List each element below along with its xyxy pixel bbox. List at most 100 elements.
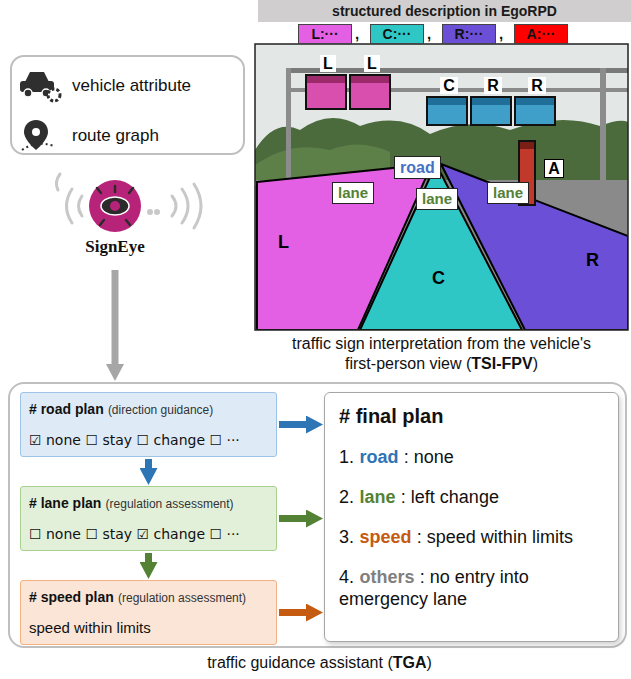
node-text: C	[440, 77, 458, 94]
text-block: R	[512, 77, 562, 95]
sign-band	[520, 142, 534, 149]
node-text: lane	[493, 184, 523, 201]
node-text: : left change	[401, 487, 499, 507]
node-text: )	[427, 654, 432, 671]
text-block: lane	[493, 184, 523, 202]
text-block: # speed plan (regulation assessment) speed…	[21, 581, 276, 644]
text-row: ☐ none ☐ stay ☑ change ☐ ···	[29, 524, 268, 544]
lane-tag: lane	[332, 182, 374, 204]
legend-swatch: R:···	[442, 24, 496, 44]
node-text: others	[359, 567, 414, 587]
node-text: lane	[338, 184, 368, 201]
route-icon	[22, 120, 54, 150]
gantry-beam	[290, 68, 628, 73]
text-row: L	[347, 55, 397, 73]
logo-node: SignEye	[60, 178, 170, 268]
node-text: lane	[359, 487, 395, 507]
logo-disc	[89, 180, 141, 232]
node-text: speed within limits	[29, 619, 151, 636]
node-text: (regulation assessment)	[118, 591, 246, 605]
node-text: traffic sign interpretation from the veh…	[292, 335, 591, 372]
text-row: traffic sign interpretation from the veh…	[286, 334, 597, 374]
separator-slot: ,	[355, 24, 359, 44]
text-row: R	[512, 77, 562, 95]
text-block: A	[542, 160, 566, 178]
legend-text: A:···	[527, 26, 556, 42]
node-text: traffic guidance assistant (	[207, 654, 393, 671]
route-trail	[22, 144, 54, 150]
text-row: # lane plan (regulation assessment)	[29, 493, 268, 514]
node-text: )	[533, 355, 538, 372]
region-letter: L	[278, 232, 289, 252]
legend-swatch: C:···	[370, 24, 424, 44]
signal-arc	[172, 196, 176, 216]
node-text: (regulation assessment)	[106, 497, 234, 511]
text-row: traffic guidance assistant (TGA)	[10, 653, 629, 673]
signal-arc	[79, 196, 83, 216]
text-row: vehicle attribute	[72, 75, 242, 97]
text-row: lane	[422, 190, 452, 208]
node-text: route graph	[72, 126, 159, 145]
node-text: ☐ none ☐ stay ☑ change ☐ ···	[29, 526, 240, 542]
text-row: 3.speed: speed within limits	[339, 526, 604, 548]
flow-arrow	[112, 270, 119, 365]
text-block: L	[347, 55, 397, 73]
vehicle-icon	[20, 72, 60, 101]
node-text: 2.	[339, 487, 354, 507]
separator: ,	[355, 25, 359, 42]
node-text: : speed within limits	[417, 527, 573, 547]
signal-arc	[194, 184, 201, 228]
node-text: (direction guidance)	[108, 403, 213, 417]
flow-arrow	[279, 515, 307, 522]
separator-slot: ,	[499, 24, 503, 44]
signal-waves	[56, 174, 201, 228]
logo-spikes	[97, 186, 133, 225]
text-row: SignEye	[60, 236, 170, 258]
region-letter-slot: L	[278, 232, 289, 252]
text-row: # road plan(direction guidance)	[29, 399, 268, 420]
node-text: ☑ none ☐ stay ☐ change ☐ ···	[29, 432, 240, 448]
node-text: R	[528, 77, 546, 94]
signal-dot	[156, 211, 159, 214]
road-tag: road	[394, 156, 441, 179]
sign-band	[307, 76, 345, 83]
flow-arrow	[279, 421, 307, 428]
signal-dot	[149, 211, 152, 214]
text-row: L	[303, 55, 353, 73]
node-text: # lane plan	[29, 495, 101, 511]
node-text: road	[359, 447, 398, 467]
flow-arrow	[145, 553, 152, 563]
plan-box: # speed plan (regulation assessment) speed…	[20, 580, 277, 645]
text-block: # road plan(direction guidance) ☑ none ☐ …	[21, 393, 276, 456]
separator: ,	[427, 25, 431, 42]
sign-box: R	[514, 96, 556, 126]
legend-text: R:···	[455, 26, 484, 42]
legend-text: C:···	[383, 26, 412, 42]
gear-symbol	[48, 89, 60, 101]
map-pin-hole	[32, 128, 40, 136]
separator-slot: ,	[427, 24, 431, 44]
header-bar-slot: structured description in EgoRPD	[258, 0, 631, 22]
text-row: ☑ none ☐ stay ☐ change ☐ ···	[29, 430, 268, 450]
car-cabin	[25, 72, 49, 82]
node-text: lane	[422, 190, 452, 207]
text-block: L	[303, 55, 353, 73]
map-pin	[24, 120, 48, 150]
signal-arc	[56, 174, 60, 190]
node-text: SignEye	[85, 237, 145, 256]
car-wheel	[24, 89, 32, 97]
text-block: SignEye	[60, 236, 170, 258]
text-row: # speed plan (regulation assessment)	[29, 587, 268, 608]
text-row: 1.road: none	[339, 446, 604, 468]
node-text: # speed plan	[29, 589, 114, 605]
text-block: lane	[338, 184, 368, 202]
region-letter: R	[586, 250, 599, 270]
sign-box: L	[349, 74, 391, 110]
text-row: 2.lane : left change	[339, 486, 604, 508]
text-row: 4.others: no entry into emergency lane	[339, 566, 604, 610]
text-block: # lane plan (regulation assessment) ☐ none…	[21, 487, 276, 550]
text-block: # final plan1.road: none2.lane: left cha…	[325, 393, 618, 622]
node-text: L	[320, 55, 336, 72]
lane-tag: lane	[487, 182, 529, 204]
